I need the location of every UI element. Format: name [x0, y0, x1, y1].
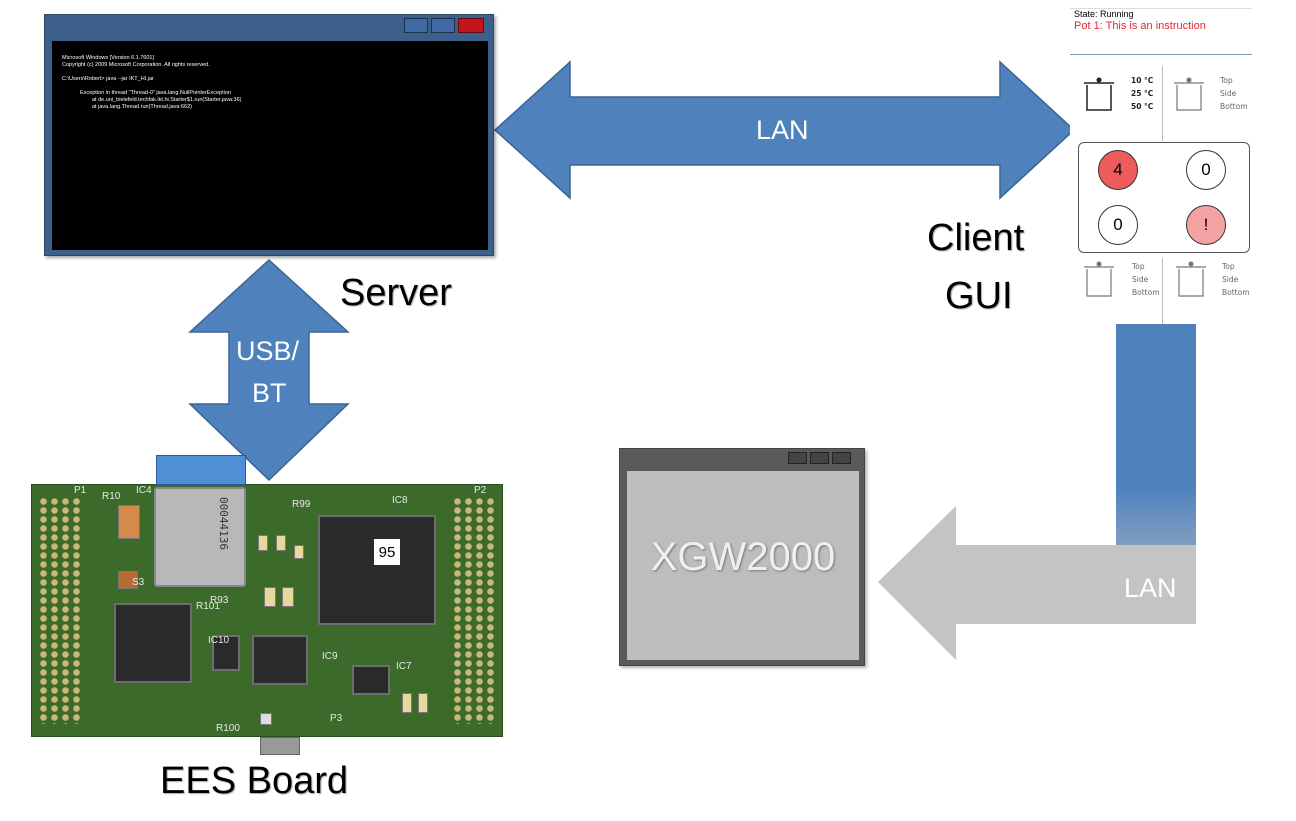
position-label: Side: [1222, 275, 1239, 284]
temp-label: 50 °C: [1131, 102, 1154, 111]
position-label: Bottom: [1132, 288, 1160, 297]
pot-icon: [1176, 261, 1206, 297]
lan-top-label: LAN: [756, 115, 809, 145]
pot-icon: [1084, 261, 1114, 297]
maximize-button[interactable]: [810, 452, 829, 464]
minimize-button[interactable]: [788, 452, 807, 464]
position-label: Side: [1132, 275, 1149, 284]
pot-icon: [1174, 77, 1204, 111]
ees-board-image: 00044136 95 P1 P2 IC4 IC8 IC10 IC9 IC7 S…: [31, 455, 503, 755]
position-label: Bottom: [1222, 288, 1250, 297]
temp-label: 25 °C: [1131, 89, 1154, 98]
instruction-text: Pot 1: This is an instruction: [1074, 20, 1206, 32]
console-line: Copyright (c) 2009 Microsoft Corporation…: [62, 62, 210, 68]
position-label: Top: [1222, 262, 1235, 271]
indicator-circle[interactable]: !: [1186, 205, 1226, 245]
maximize-button[interactable]: [431, 18, 455, 33]
usb-bt-label-line2: BT: [252, 378, 287, 408]
indicator-circle[interactable]: 4: [1098, 150, 1138, 190]
xgw-window: XGW2000: [619, 448, 865, 666]
main-chip: 95: [318, 515, 436, 625]
module-code: 00044136: [217, 497, 230, 550]
client-gui-label-line1: Client: [927, 217, 1025, 259]
indicator-circle[interactable]: 0: [1098, 205, 1138, 245]
minimize-button[interactable]: [404, 18, 428, 33]
server-window: Microsoft Windows [Version 6.1.7601] Cop…: [44, 14, 494, 256]
console-output: Microsoft Windows [Version 6.1.7601] Cop…: [52, 41, 488, 250]
divider: [1070, 54, 1252, 55]
console-line: at java.lang.Thread.run(Thread.java:662): [92, 104, 192, 110]
position-label: Top: [1132, 262, 1145, 271]
usb-bt-label-line1: USB/: [236, 336, 300, 366]
chip: [114, 603, 192, 683]
ees-board-label: EES Board: [160, 760, 348, 802]
client-gui-window: State: Running Pot 1: This is an instruc…: [1070, 6, 1256, 324]
client-gui-label-line2: GUI: [945, 275, 1013, 317]
indicator-circle[interactable]: 0: [1186, 150, 1226, 190]
close-button[interactable]: [832, 452, 851, 464]
usb-connector: [260, 737, 300, 755]
position-label: Bottom: [1220, 102, 1248, 111]
position-label: Top: [1220, 76, 1233, 85]
console-line: at de.uni_bielefeld.techfak.ikt.hi.Start…: [92, 97, 242, 103]
pin-header-right: [452, 497, 474, 724]
usb-bt-double-arrow: [188, 258, 350, 482]
indicator-panel: 4 0 0 !: [1078, 142, 1250, 253]
chip: [352, 665, 390, 695]
chip: [212, 635, 240, 671]
close-button[interactable]: [458, 18, 484, 33]
lan-bent-arrow-horizontal: [878, 506, 1196, 660]
bluetooth-module: 00044136: [154, 487, 246, 587]
xgw-content: XGW2000: [627, 471, 859, 660]
xgw-title: XGW2000: [650, 535, 836, 579]
chip-label: 95: [374, 539, 400, 565]
temp-label: 10 °C: [1131, 76, 1154, 85]
console-line: Microsoft Windows [Version 6.1.7601]: [62, 55, 155, 61]
server-label: Server: [340, 272, 452, 314]
pot-icon: [1084, 77, 1114, 111]
chip: [252, 635, 308, 685]
state-text: State: Running: [1074, 9, 1134, 19]
console-line: Exception in thread "Thread-0" java.lang…: [80, 90, 231, 96]
bluetooth-antenna: [156, 455, 246, 485]
console-line: C:\Users\Robert> java --jar IKT_HI.jar: [62, 76, 154, 82]
position-label: Side: [1220, 89, 1237, 98]
pin-header-left: [38, 497, 60, 724]
lan-bottom-label: LAN: [1124, 573, 1177, 603]
